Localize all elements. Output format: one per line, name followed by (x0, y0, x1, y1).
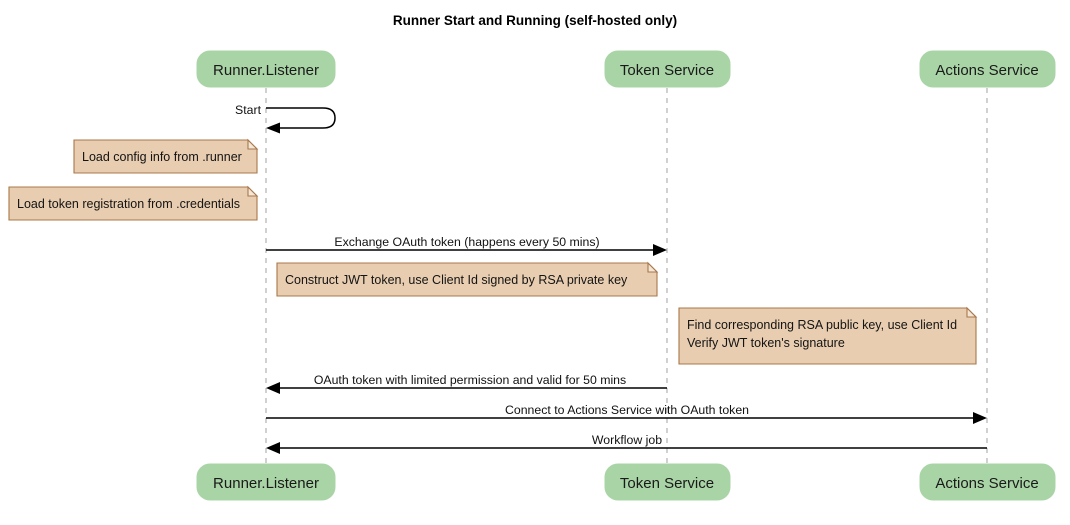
participant-label: Runner.Listener (213, 62, 319, 79)
note-construct-jwt[interactable]: Construct JWT token, use Client Id signe… (276, 261, 659, 297)
participant-top-runner-listener[interactable]: Runner.Listener (196, 50, 336, 88)
note-shape (276, 262, 658, 297)
participant-box (196, 50, 336, 88)
message-exchange-oauth-token[interactable]: Exchange OAuth token (happens every 50 m… (266, 235, 667, 256)
self-message-start[interactable]: Start (235, 103, 336, 134)
note-line: Verify JWT token's signature (687, 336, 845, 350)
message-connect-actions-service[interactable]: Connect to Actions Service with OAuth to… (266, 403, 987, 424)
note-shape (8, 186, 258, 221)
participant-bottom-token-service[interactable]: Token Service (604, 463, 731, 501)
self-message-label: Start (235, 103, 262, 117)
note-line: Load config info from .runner (82, 150, 242, 164)
message-arrowhead (653, 244, 667, 256)
participant-box (604, 50, 731, 88)
diagram-title: Runner Start and Running (self-hosted on… (393, 13, 677, 28)
message-label: OAuth token with limited permission and … (314, 373, 626, 387)
participants-top-group: Runner.Listener Token Service Actions Se… (196, 50, 1056, 88)
self-message-arrowhead (266, 122, 280, 134)
note-line: Construct JWT token, use Client Id signe… (285, 273, 628, 287)
message-workflow-job[interactable]: Workflow job (266, 433, 987, 454)
participant-label: Runner.Listener (213, 475, 319, 492)
participant-box (919, 50, 1056, 88)
note-load-config[interactable]: Load config info from .runner (73, 138, 259, 174)
message-label: Workflow job (592, 433, 662, 447)
participant-bottom-runner-listener[interactable]: Runner.Listener (196, 463, 336, 501)
participant-box (919, 463, 1056, 501)
participant-label: Actions Service (935, 475, 1038, 492)
message-label: Exchange OAuth token (happens every 50 m… (334, 235, 599, 249)
message-label: Connect to Actions Service with OAuth to… (505, 403, 749, 417)
participant-label: Token Service (620, 62, 714, 79)
participant-label: Actions Service (935, 62, 1038, 79)
note-shape (73, 139, 258, 174)
participant-box (196, 463, 336, 501)
note-fold-corner-icon (247, 138, 259, 150)
note-load-token-registration[interactable]: Load token registration from .credential… (8, 185, 259, 221)
note-line: Load token registration from .credential… (17, 197, 240, 211)
note-shape (678, 307, 977, 365)
note-fold-corner-icon (247, 185, 259, 197)
note-fold-corner-icon (966, 306, 978, 318)
message-oauth-token-response[interactable]: OAuth token with limited permission and … (266, 373, 667, 394)
self-message-path (266, 107, 336, 129)
participant-box (604, 463, 731, 501)
message-arrowhead (266, 382, 280, 394)
message-arrowhead (973, 412, 987, 424)
message-arrowhead (266, 442, 280, 454)
participant-label: Token Service (620, 475, 714, 492)
participant-top-actions-service[interactable]: Actions Service (919, 50, 1056, 88)
lifelines-group (265, 88, 988, 464)
participants-bottom-group: Runner.Listener Token Service Actions Se… (196, 463, 1056, 501)
note-fold-corner-icon (647, 261, 659, 273)
participant-top-token-service[interactable]: Token Service (604, 50, 731, 88)
participant-bottom-actions-service[interactable]: Actions Service (919, 463, 1056, 501)
note-verify-jwt[interactable]: Find corresponding RSA public key, use C… (678, 306, 978, 365)
note-line: Find corresponding RSA public key, use C… (687, 318, 957, 332)
